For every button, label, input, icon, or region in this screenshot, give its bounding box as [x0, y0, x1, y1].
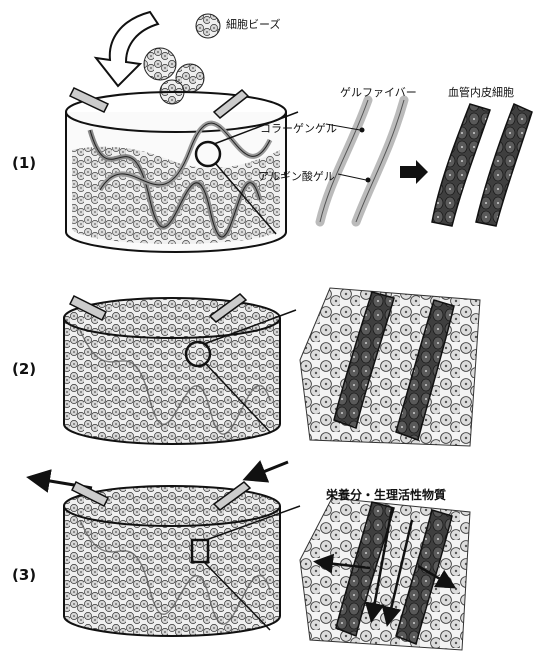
inflow-arrow-icon: [248, 462, 288, 478]
cell-beads-label: 細胞ビーズ: [226, 16, 280, 32]
gel-fiber-label: ゲルファイバー: [340, 84, 417, 100]
transition-arrow-icon: [400, 160, 428, 184]
endothelial-vessel-illustration: [432, 104, 532, 226]
culture-container-1: [66, 88, 286, 252]
culture-container-3: [64, 482, 280, 636]
step-label-2: (2): [12, 360, 36, 378]
culture-container-2: [64, 294, 280, 444]
vessel-in-cells-illustration: [300, 288, 480, 446]
endothelial-cells-label: 血管内皮細胞: [448, 84, 514, 100]
step-label-1: (1): [12, 154, 36, 172]
step-label-3: (3): [12, 566, 36, 584]
nutrients-label: 栄養分・生理活性物質: [326, 486, 446, 503]
collagen-gel-label: コラーゲンゲル: [260, 120, 337, 136]
cell-bead-cluster: [144, 14, 220, 104]
alginate-gel-label: アルギン酸ゲル: [258, 168, 335, 184]
gel-fiber-illustration: [320, 100, 404, 222]
perfusion-illustration: [300, 498, 470, 650]
